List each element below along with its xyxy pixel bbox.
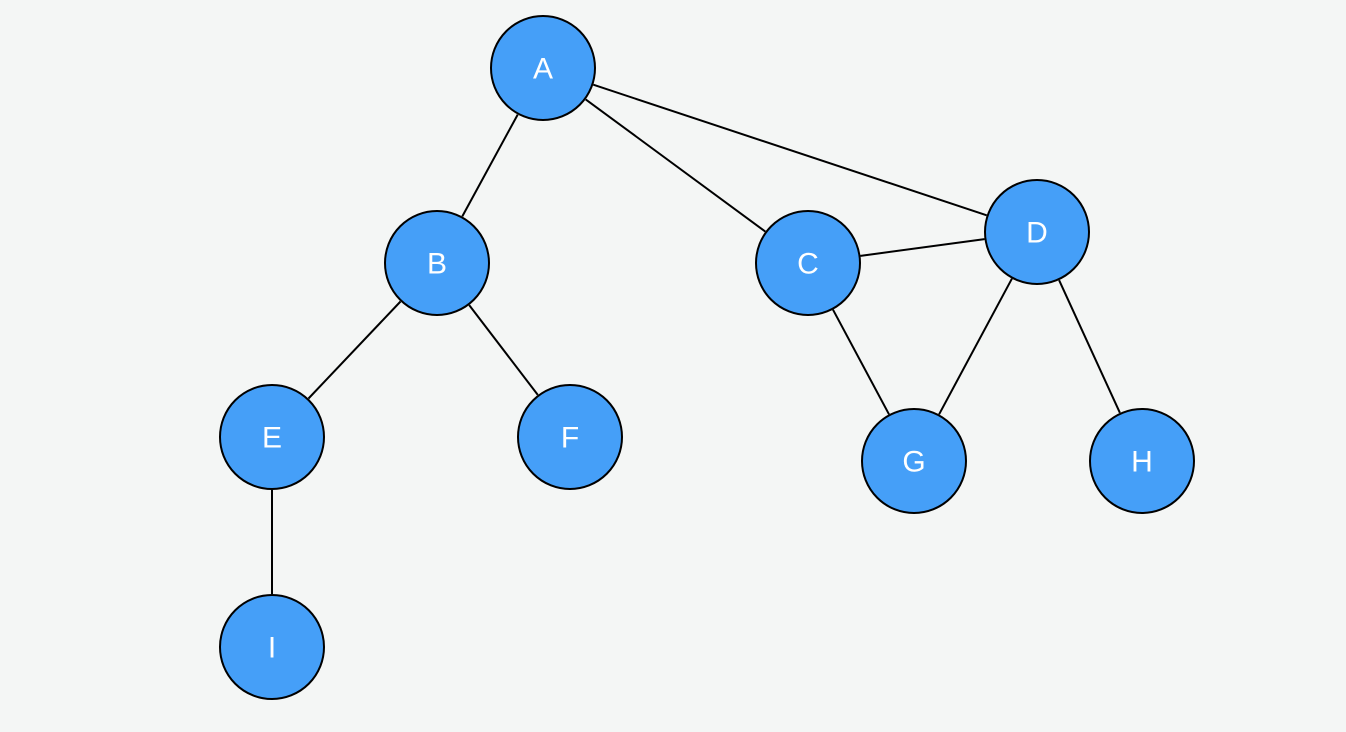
node-g: G [861, 408, 967, 514]
edge-a-c [585, 98, 766, 233]
node-circle-e [219, 384, 325, 490]
node-label-g: G [902, 446, 925, 479]
node-circle-g [861, 408, 967, 514]
node-c: C [755, 210, 861, 316]
node-circle-c [755, 210, 861, 316]
node-label-c: C [797, 248, 819, 281]
edge-b-f [468, 304, 539, 396]
node-circle-f [517, 384, 623, 490]
node-label-a: A [533, 53, 553, 86]
edge-a-d [592, 83, 988, 217]
node-i: I [219, 594, 325, 700]
node-circle-d [984, 179, 1090, 285]
node-b: B [384, 210, 490, 316]
node-circle-b [384, 210, 490, 316]
edge-d-h [1058, 279, 1121, 414]
node-f: F [517, 384, 623, 490]
node-a: A [490, 15, 596, 121]
edge-c-d [860, 238, 985, 257]
node-label-e: E [262, 422, 282, 455]
edge-a-b [461, 114, 519, 217]
node-label-i: I [268, 632, 276, 665]
node-label-h: H [1131, 446, 1153, 479]
node-circle-a [490, 15, 596, 121]
node-d: D [984, 179, 1090, 285]
edge-d-g [938, 278, 1013, 415]
node-circle-i [219, 594, 325, 700]
nodes-layer: A B C D E F G H I [219, 15, 1195, 700]
edges-layer [271, 83, 1121, 594]
node-label-b: B [427, 248, 447, 281]
node-label-f: F [561, 422, 579, 455]
node-h: H [1089, 408, 1195, 514]
node-e: E [219, 384, 325, 490]
edge-c-g [832, 309, 890, 415]
node-label-d: D [1026, 217, 1048, 250]
edge-b-e [307, 300, 402, 400]
node-circle-h [1089, 408, 1195, 514]
